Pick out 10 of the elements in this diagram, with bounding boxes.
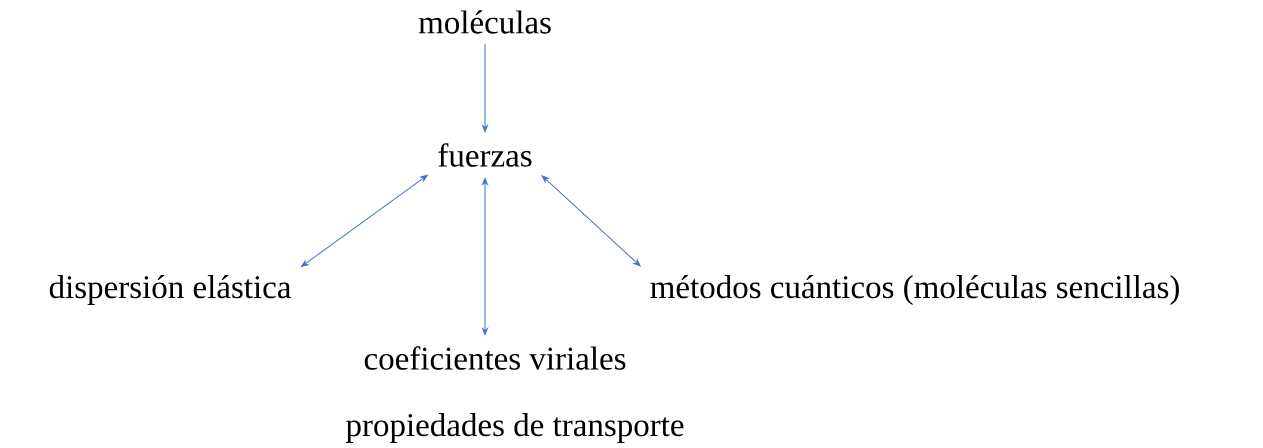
arrow (482, 43, 488, 133)
text-label: métodos cuánticos (moléculas sencillas) (650, 275, 1179, 305)
arrow (541, 175, 641, 267)
text-label: dispersión elástica (49, 275, 291, 305)
text-label: moléculas (418, 10, 551, 34)
arrow (482, 177, 488, 336)
text-label: fuerzas (438, 143, 532, 167)
text-label: coeficientes viriales (364, 346, 626, 370)
text-label: propiedades de transporte (346, 413, 684, 443)
arrow (301, 174, 428, 267)
